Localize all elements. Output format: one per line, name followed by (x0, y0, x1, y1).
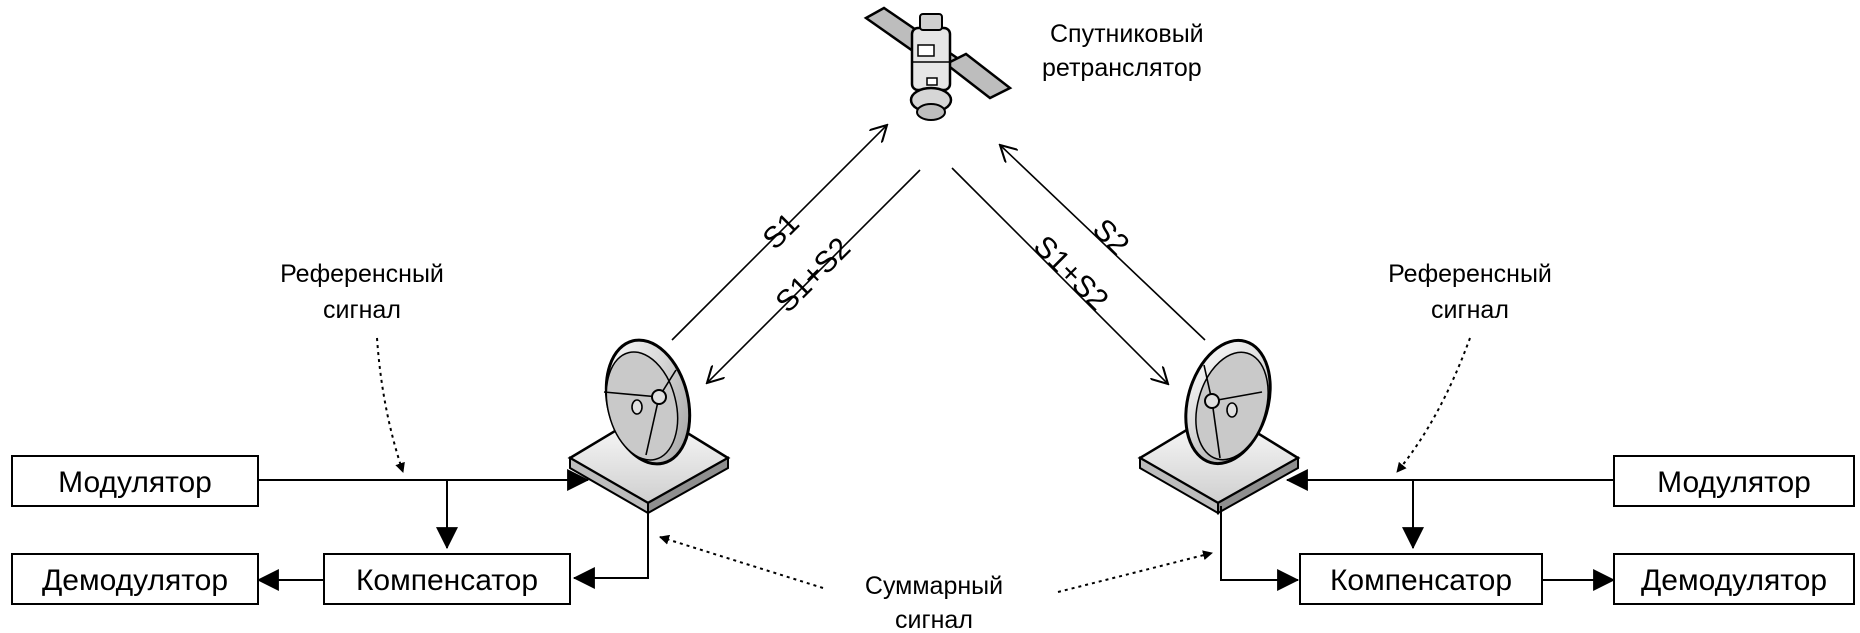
right-modulator-label: Модулятор (1657, 466, 1811, 499)
left-reference-pointer (376, 337, 405, 473)
left-compensator-label: Компенсатор (356, 564, 538, 597)
satellite-label-line1: Спутниковый (1050, 20, 1204, 48)
sum-signal-pointer-right (1057, 550, 1213, 593)
right-reference-label-line1: Референсный (1388, 260, 1552, 288)
sum-signal-label-line1: Суммарный (865, 572, 1003, 600)
left-reference-label-line2: сигнал (323, 296, 401, 324)
left-reference-label-line1: Референсный (280, 260, 444, 288)
right-antenna-icon (1137, 338, 1301, 515)
right-antenna-to-compensator-wire (1220, 506, 1300, 591)
sum-signal-label-line2: сигнал (895, 606, 973, 633)
left-demodulator-label: Демодулятор (42, 564, 228, 597)
right-downlink-arrow (951, 167, 1168, 384)
left-antenna-icon (567, 338, 731, 515)
right-reference-label-line2: сигнал (1431, 296, 1509, 324)
satellite-label-line2: ретранслятор (1042, 54, 1202, 82)
left-modulator-block: Модулятор (11, 455, 259, 507)
right-uplink-label: S2 (1086, 213, 1135, 262)
left-modulator-label: Модулятор (58, 466, 212, 499)
sum-signal-pointer-left (659, 534, 824, 589)
right-demodulator-label: Демодулятор (1641, 564, 1827, 597)
left-demodulator-block: Демодулятор (11, 553, 259, 605)
left-downlink-arrow (707, 169, 921, 383)
left-uplink-arrow (671, 125, 887, 341)
right-compensator-block: Компенсатор (1299, 553, 1543, 605)
left-compensator-block: Компенсатор (323, 553, 571, 605)
satellite-icon (863, 6, 1013, 121)
right-reference-pointer (1396, 337, 1471, 473)
right-compensator-label: Компенсатор (1330, 564, 1512, 597)
left-antenna-to-compensator-wire (572, 505, 649, 589)
right-modulator-block: Модулятор (1613, 455, 1855, 507)
right-uplink-arrow (1000, 145, 1206, 341)
right-demodulator-block: Демодулятор (1613, 553, 1855, 605)
